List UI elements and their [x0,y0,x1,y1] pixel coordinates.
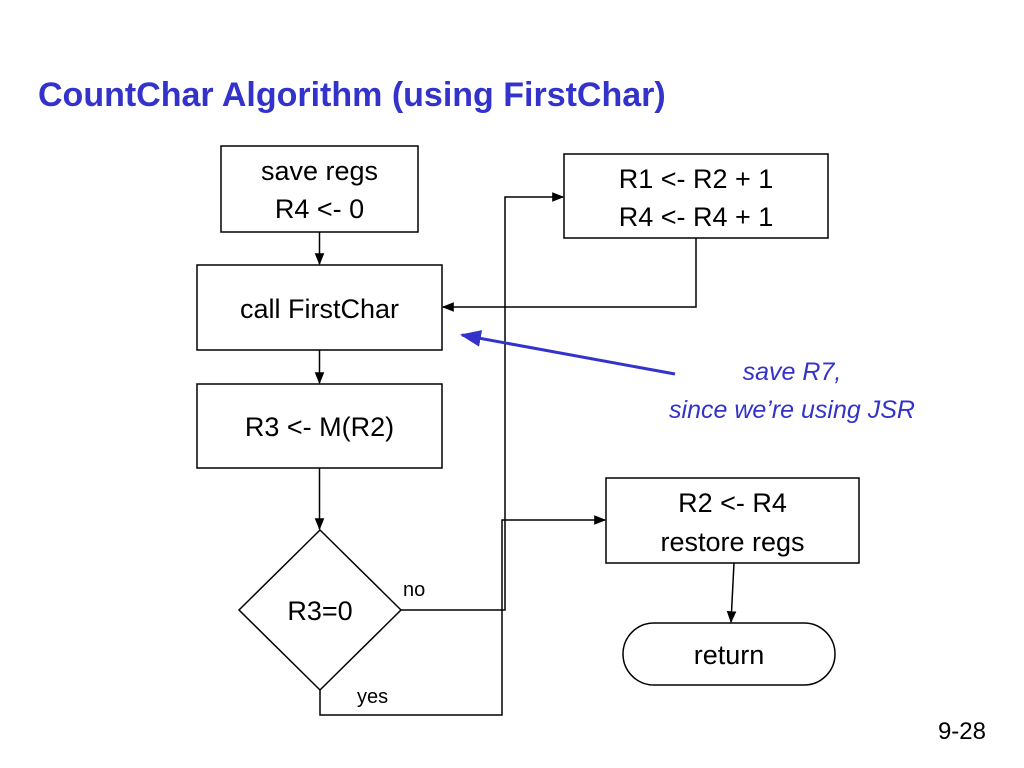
annotation-arrow [459,330,676,376]
node-return: return [622,622,836,686]
page-number: 9-28 [937,718,986,745]
node-restore-line1: R2 <- R4 [678,488,787,518]
edge-label-no: no [403,579,425,601]
edge-increment-to-call [441,238,697,312]
node-return-label: return [694,640,765,670]
node-decision: R3=0 [237,528,403,692]
node-save-regs: save regs R4 <- 0 [220,145,419,233]
node-increment: R1 <- R2 + 1 R4 <- R4 + 1 [563,153,829,239]
node-call-firstchar: call FirstChar [196,264,443,351]
edge-no-to-increment [401,192,565,611]
annotation-line2: since we’re using JSR [669,396,915,424]
node-restore-line2: restore regs [660,527,804,557]
slide-title: CountChar Algorithm (using FirstChar) [38,76,666,114]
node-increment-line1: R1 <- R2 + 1 [619,164,774,194]
edge-label-yes: yes [357,686,388,708]
node-load-r3: R3 <- M(R2) [196,383,443,469]
node-restore: R2 <- R4 restore regs [605,477,860,564]
annotation-line1: save R7, [743,358,842,386]
node-load-r3-label: R3 <- M(R2) [245,412,394,442]
node-increment-line2: R4 <- R4 + 1 [619,202,774,232]
edge-yes-to-restore [319,515,607,716]
node-call-firstchar-label: call FirstChar [240,294,399,324]
node-save-regs-line1: save regs [261,156,378,186]
node-decision-label: R3=0 [287,596,352,626]
node-save-regs-line2: R4 <- 0 [275,194,364,224]
edge-restore-to-return [726,562,737,624]
